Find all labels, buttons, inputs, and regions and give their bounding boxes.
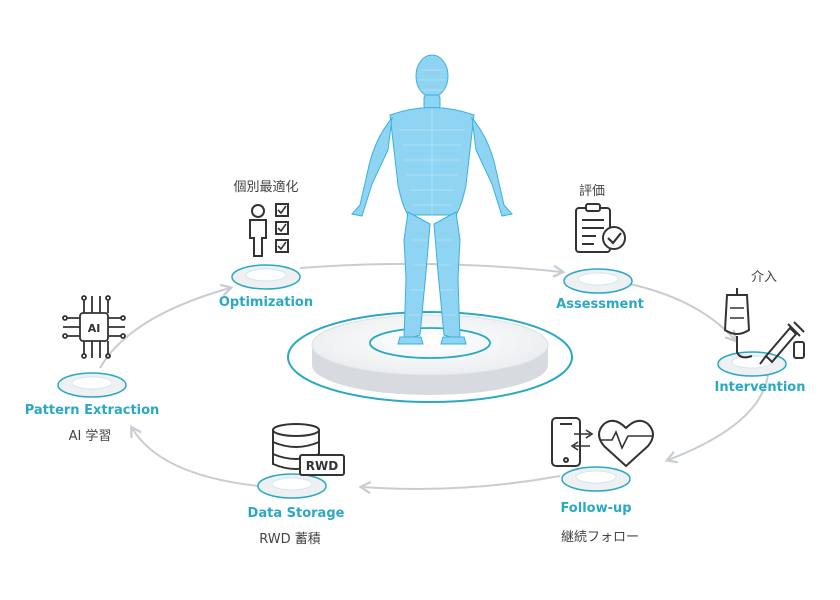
database-icon — [272, 423, 345, 476]
storage-jp-label: RWD 蓄積 — [259, 532, 321, 547]
central-platform — [287, 311, 573, 403]
followup-label: Follow-up — [560, 501, 632, 516]
ai-chip-icon — [62, 295, 126, 359]
body-mesh — [400, 69, 464, 316]
optimization-jp-label: 個別最適化 — [233, 180, 299, 195]
node-disc-intervention — [717, 351, 787, 377]
assessment-label: Assessment — [556, 297, 644, 312]
pattern-jp-label: AI 学習 — [68, 429, 112, 444]
node-disc-followup — [561, 466, 631, 492]
node-disc-optimization — [231, 264, 301, 290]
rwd-tag-text: RWD — [306, 459, 338, 473]
iv-bag-syringe-icon — [723, 288, 805, 365]
assessment-jp-label: 評価 — [578, 184, 606, 199]
checklist-person-icon — [249, 203, 289, 257]
storage-label: Data Storage — [247, 506, 345, 521]
intervention-jp-label: 介入 — [750, 270, 778, 285]
phone-heart-icon — [551, 417, 654, 468]
pattern-label: Pattern Extraction — [24, 403, 160, 418]
intervention-label: Intervention — [714, 380, 806, 395]
node-disc-storage — [257, 473, 327, 499]
arrow-storage-pattern — [130, 424, 259, 487]
arrow-optimization-assessment — [299, 262, 566, 278]
arrow-pattern-optimization — [99, 283, 234, 369]
arrow-followup-storage — [358, 475, 561, 495]
optimization-label: Optimization — [218, 295, 314, 310]
node-disc-assessment — [563, 268, 633, 294]
ai-chip-text: AI — [88, 322, 101, 335]
cycle-ring — [99, 262, 769, 495]
clipboard-check-icon — [575, 203, 626, 253]
followup-jp-label: 継続フォロー — [560, 530, 640, 545]
node-disc-pattern — [57, 372, 127, 398]
arrow-assessment-intervention — [629, 283, 738, 343]
arrow-intervention-followup — [664, 374, 769, 464]
